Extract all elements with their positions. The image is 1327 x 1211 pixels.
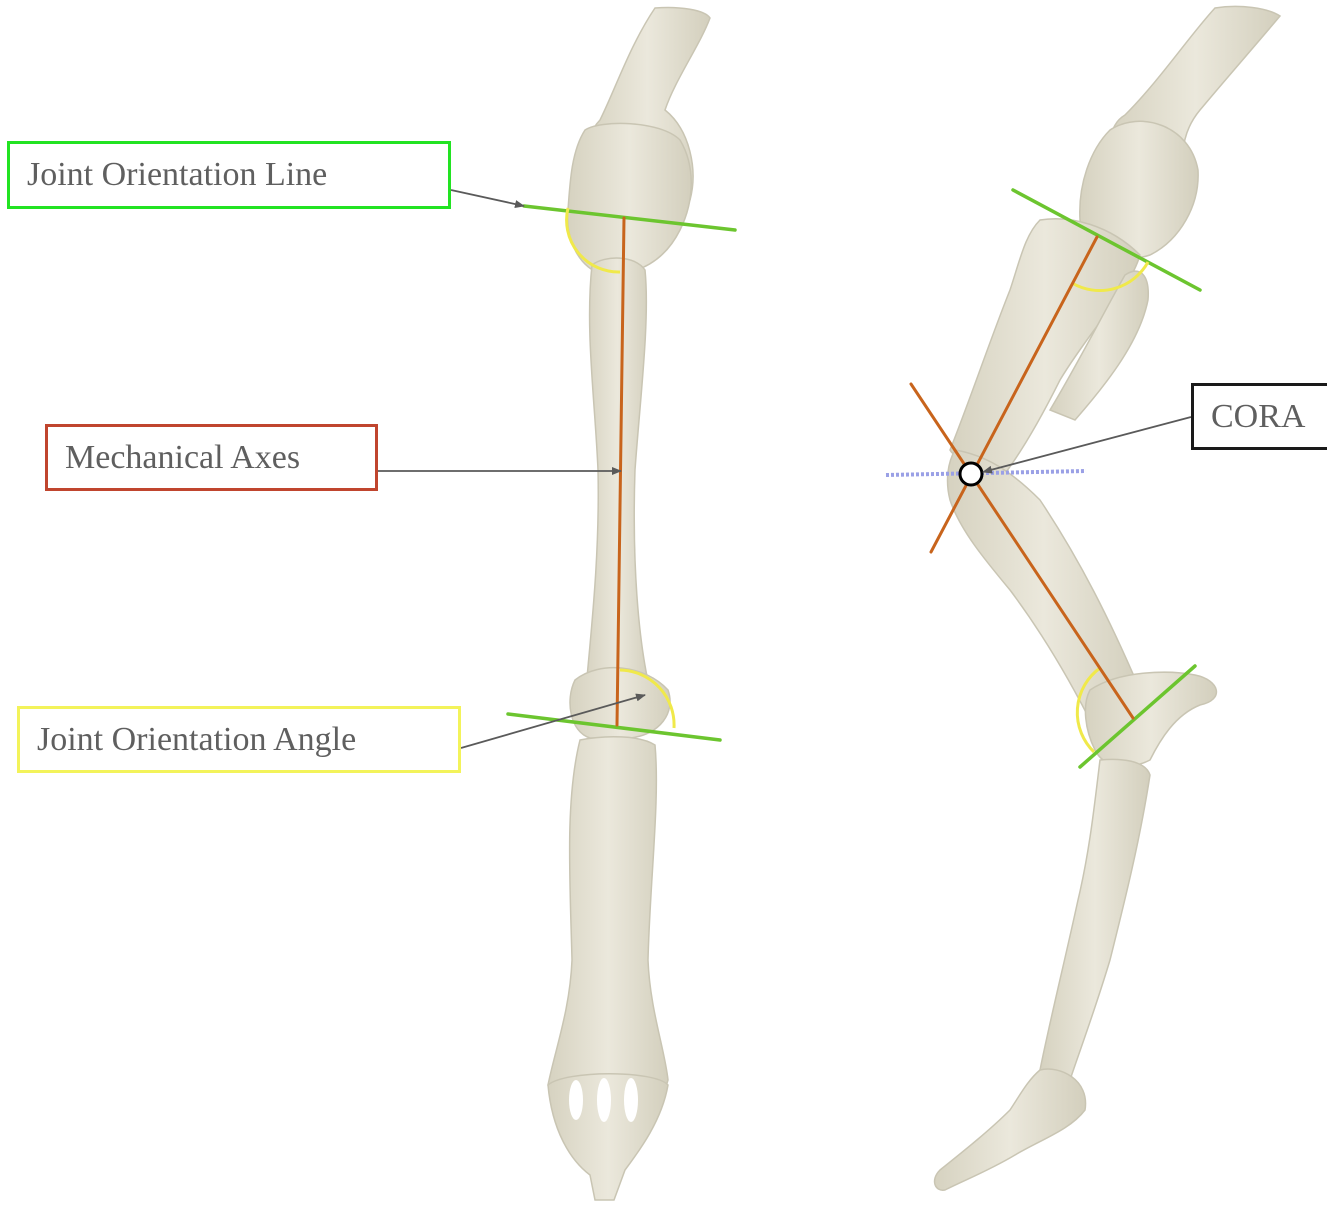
joint-orientation-line-label: Joint Orientation Line bbox=[7, 141, 451, 209]
joint-orientation-angle-text: Joint Orientation Angle bbox=[37, 721, 356, 759]
mechanical-axes-text: Mechanical Axes bbox=[65, 439, 300, 477]
carpus-metacarpus bbox=[548, 737, 668, 1120]
cora-point bbox=[960, 463, 982, 485]
metacarpus-lateral bbox=[1040, 759, 1150, 1080]
front-view-limb bbox=[548, 7, 710, 1200]
elbow-joint bbox=[568, 123, 692, 275]
jol-arrow bbox=[451, 190, 524, 206]
lateral-view-limb bbox=[935, 6, 1280, 1190]
joint-orientation-angle-label: Joint Orientation Angle bbox=[17, 706, 461, 773]
phalanges-lateral bbox=[935, 1069, 1086, 1190]
mechanical-axes-label: Mechanical Axes bbox=[45, 424, 378, 491]
cora-text: CORA bbox=[1211, 398, 1305, 436]
front-digit-gaps bbox=[569, 1078, 638, 1122]
carpus-lateral bbox=[1085, 672, 1216, 766]
joint-orientation-line-text: Joint Orientation Line bbox=[27, 156, 327, 194]
cora-label: CORA bbox=[1191, 383, 1327, 450]
